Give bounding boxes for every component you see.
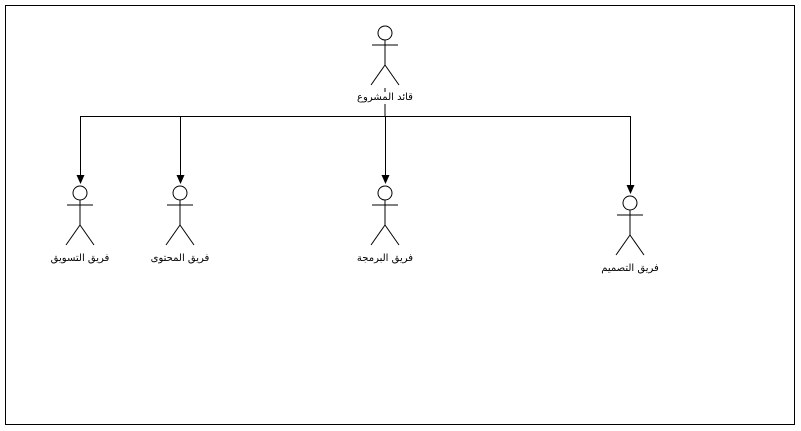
actor-content-label: فريق المحتوى bbox=[149, 253, 211, 265]
connector-lines bbox=[76, 88, 635, 194]
actor-programming-icon[interactable] bbox=[370, 185, 400, 246]
actor-marketing-label: فريق التسويق bbox=[49, 253, 111, 265]
actor-design-icon[interactable] bbox=[615, 195, 645, 256]
actor-content-icon[interactable] bbox=[165, 185, 195, 246]
actor-design-label: فريق التصميم bbox=[600, 263, 660, 275]
actor-programming-label: فريق البرمجة bbox=[355, 253, 415, 265]
actor-root-icon[interactable] bbox=[370, 25, 400, 86]
diagram-border bbox=[5, 5, 795, 425]
actor-marketing-icon[interactable] bbox=[65, 185, 95, 246]
actor-root-label: قائد المشروع bbox=[356, 92, 414, 104]
